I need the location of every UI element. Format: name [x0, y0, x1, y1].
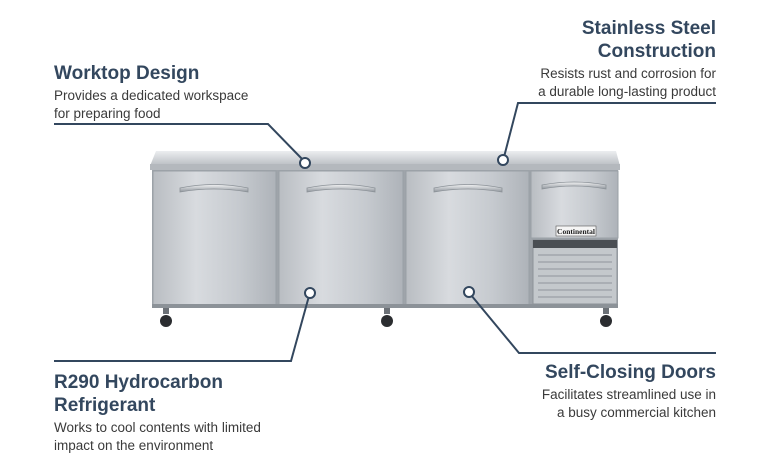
- leader-line-refrigerant: [54, 295, 310, 362]
- leader-line-doors: [470, 294, 716, 354]
- door-2: [278, 170, 404, 307]
- door-1: [152, 170, 277, 307]
- callout-description: Provides a dedicated workspace for prepa…: [54, 88, 249, 121]
- callout-refrigerant: R290 Hydrocarbon Refrigerant Works to co…: [54, 371, 354, 455]
- leader-line-steel: [503, 102, 716, 158]
- callout-title: Worktop Design: [54, 63, 200, 84]
- worktop-surface: [150, 151, 620, 166]
- vent-top-band: [533, 240, 617, 248]
- callout-description: Works to cool contents with limited impa…: [54, 420, 261, 453]
- callout-title: R290 Hydrocarbon Refrigerant: [54, 372, 223, 416]
- brand-label: Continental: [557, 227, 595, 236]
- right-panel-handle: [541, 181, 607, 190]
- marker-doors: [463, 286, 475, 298]
- callout-title: Stainless Steel Construction: [581, 18, 716, 62]
- leader-line-worktop: [54, 123, 305, 162]
- door-3-handle: [433, 184, 503, 193]
- caster-right: [600, 308, 612, 327]
- door-1-handle: [179, 184, 249, 193]
- callout-stainless-steel: Stainless Steel Construction Resists rus…: [436, 17, 716, 101]
- callout-title: Self-Closing Doors: [544, 362, 716, 383]
- caster-left: [160, 308, 172, 327]
- callout-self-closing-doors: Self-Closing Doors Facilitates streamlin…: [436, 361, 716, 422]
- door-2-handle: [306, 184, 376, 193]
- vent-louvers: [538, 254, 612, 298]
- bottom-trim: [152, 304, 618, 308]
- marker-refrigerant: [304, 287, 316, 299]
- door-3: [405, 170, 530, 307]
- marker-worktop: [299, 157, 311, 169]
- callout-description: Resists rust and corrosion for a durable…: [538, 66, 716, 99]
- caster-middle: [381, 308, 393, 327]
- callout-description: Facilitates streamlined use in a busy co…: [541, 387, 716, 420]
- vent-grille: [532, 239, 618, 305]
- brand-plate: [555, 225, 597, 237]
- callout-worktop-design: Worktop Design Provides a dedicated work…: [54, 62, 334, 123]
- marker-steel: [497, 154, 509, 166]
- worktop-edge: [150, 164, 620, 170]
